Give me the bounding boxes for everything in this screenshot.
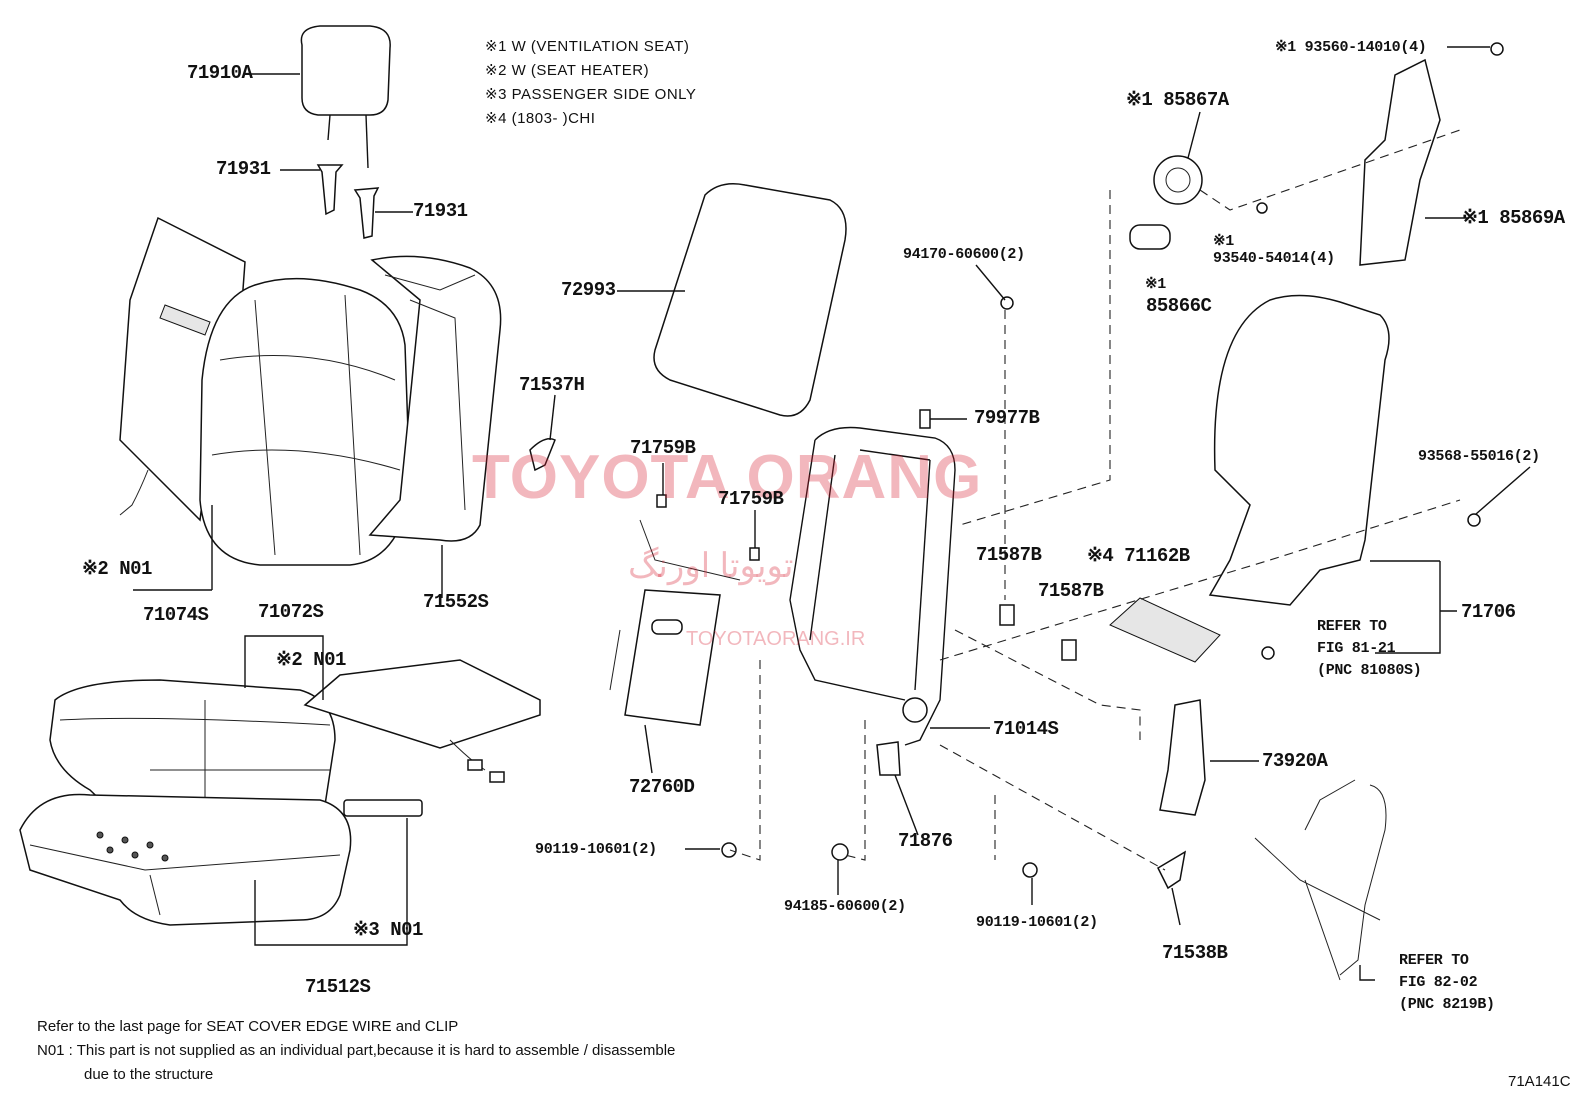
label-94170-60600: 94170-60600(2) [903, 246, 1025, 263]
label-85867A: ※1 85867A [1126, 89, 1229, 111]
label-n01-heater-back: ※2 N01 [82, 558, 152, 580]
label-90119-10601-a: 90119-10601(2) [535, 841, 657, 858]
part-85866C-drawing [1129, 224, 1171, 250]
clip-n01-drawing [343, 799, 423, 817]
cushion-pad-drawing [19, 793, 352, 926]
label-94185-60600: 94185-60600(2) [784, 898, 906, 915]
label-93540-54014: 93540-54014(4) [1213, 250, 1335, 267]
watermark-persian: تویوتا اورنگ [628, 547, 794, 585]
watermark-url: TOYOTAORANG.IR [686, 628, 866, 650]
refer-fig-82-02-line2: FIG 82-02 [1399, 974, 1478, 991]
footer-line-1: Refer to the last page for SEAT COVER ED… [37, 1018, 459, 1035]
label-71072S: 71072S [258, 601, 324, 623]
part-71162B-drawing [1109, 597, 1221, 663]
label-71162B: ※4 71162B [1087, 545, 1190, 567]
label-71587B-b: 71587B [1038, 580, 1104, 602]
label-90119-10601-b: 90119-10601(2) [976, 914, 1098, 931]
figure-code: 71A141C [1508, 1073, 1571, 1090]
refer-fig-81-21-line1: REFER TO [1317, 618, 1387, 635]
assembly-lines [729, 129, 1461, 871]
refer-fig-81-21-line2: FIG 81-21 [1317, 640, 1396, 657]
label-71910A: 71910A [187, 62, 253, 84]
label-73920A: 73920A [1262, 750, 1328, 772]
seatback-pad-drawing [368, 255, 502, 542]
duct-85869A-drawing [1359, 58, 1441, 266]
footer-line-3: due to the structure [84, 1066, 214, 1083]
refer-fig-82-02-line1: REFER TO [1399, 952, 1469, 969]
label-72760D: 72760D [629, 776, 695, 798]
seatback-heater-drawing [119, 216, 246, 522]
label-71074S: 71074S [143, 604, 209, 626]
seatback-cover-drawing [199, 277, 411, 566]
back-board-drawing [1208, 294, 1390, 606]
leader-lines [133, 46, 1531, 981]
cover-71537H-drawing [529, 438, 556, 472]
headrest-guide-drawing [316, 164, 380, 239]
label-71876: 71876 [898, 830, 953, 852]
label-72993: 72993 [561, 279, 616, 301]
label-71706: 71706 [1461, 601, 1516, 623]
pad-72993-drawing [653, 183, 847, 417]
label-71759B-a: 71759B [630, 437, 696, 459]
label-85869A: ※1 85869A [1462, 207, 1565, 229]
wire-harness-drawing [1254, 779, 1387, 981]
label-71512S: 71512S [305, 976, 371, 998]
note-4: ※4 (1803- )CHI [485, 110, 596, 127]
label-85866C-note: ※1 [1145, 276, 1166, 293]
note-1: ※1 W (VENTILATION SEAT) [485, 38, 690, 55]
lumbar-support-drawing [609, 519, 741, 726]
fan-85867A-drawing [1153, 155, 1203, 205]
label-93568-55016: 93568-55016(2) [1418, 448, 1540, 465]
airbag-73920A-drawing [1159, 699, 1206, 816]
label-85866C: 85866C [1146, 295, 1212, 317]
label-71931-a: 71931 [216, 158, 271, 180]
cushion-heater-drawing [303, 659, 541, 783]
part-71538B-drawing [1157, 850, 1187, 890]
label-79977B: 79977B [974, 407, 1040, 429]
note-2: ※2 W (SEAT HEATER) [485, 62, 650, 79]
refer-fig-81-21-line3: (PNC 81080S) [1317, 662, 1422, 679]
watermark-main: TOYOTA ORANG [472, 443, 983, 512]
label-71931-b: 71931 [413, 200, 468, 222]
seatback-frame-drawing [789, 426, 956, 746]
headrest-drawing [300, 25, 391, 169]
fasteners [656, 42, 1504, 878]
label-71538B: 71538B [1162, 942, 1228, 964]
label-n01-passenger: ※3 N01 [353, 919, 423, 941]
label-71014S: 71014S [993, 718, 1059, 740]
label-71537H: 71537H [519, 374, 585, 396]
part-71876-drawing [876, 741, 901, 776]
refer-fig-82-02-line3: (PNC 8219B) [1399, 996, 1495, 1013]
label-71587B-a: 71587B [976, 544, 1042, 566]
label-71552S: 71552S [423, 591, 489, 613]
label-93560-14010: ※1 93560-14010(4) [1275, 39, 1427, 56]
footer-line-2: N01 : This part is not supplied as an in… [37, 1042, 676, 1059]
label-n01-heater-cushion: ※2 N01 [276, 649, 346, 671]
label-71759B-b: 71759B [718, 488, 784, 510]
label-93540-note: ※1 [1213, 233, 1234, 250]
note-3: ※3 PASSENGER SIDE ONLY [485, 86, 697, 103]
